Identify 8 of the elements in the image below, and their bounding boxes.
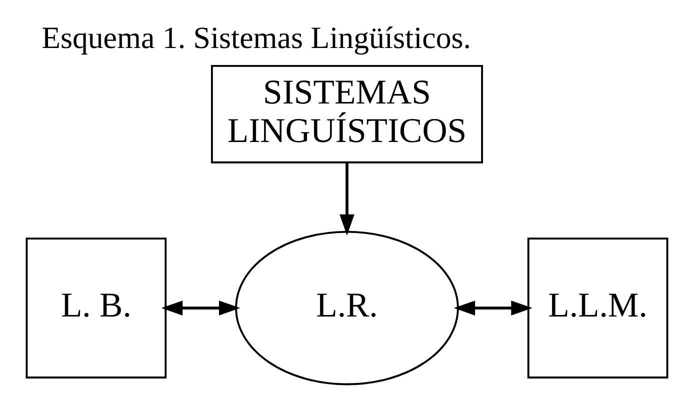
arrow: [160, 300, 240, 316]
node-box: SISTEMAS LINGUÍSTICOS: [210, 64, 483, 164]
node-ellipse: L.R.: [234, 230, 458, 386]
arrow: [339, 162, 354, 236]
node-box: L. B.: [25, 238, 166, 378]
diagram-title: Esquema 1. Sistemas Lingüísticos.: [41, 20, 471, 56]
arrow: [453, 300, 532, 316]
node-box: L.L.M.: [526, 238, 668, 378]
